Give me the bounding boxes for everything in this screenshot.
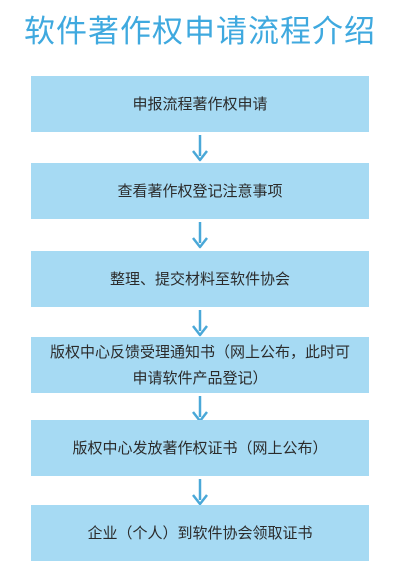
step-box-6: 企业（个人）到软件协会领取证书 <box>31 505 369 561</box>
down-arrow-icon <box>191 395 209 423</box>
step-box-1: 申报流程著作权申请 <box>31 76 369 132</box>
down-arrow-icon <box>191 221 209 249</box>
down-arrow-icon <box>191 478 209 506</box>
step-label-4: 版权中心反馈受理通知书（网上公布，此时可申请软件产品登记） <box>49 343 350 387</box>
step-box-5: 版权中心发放著作权证书（网上公布） <box>31 420 369 476</box>
step-box-2: 查看著作权登记注意事项 <box>31 163 369 219</box>
step-label-1: 申报流程著作权申请 <box>132 95 268 113</box>
down-arrow-icon <box>191 134 209 162</box>
step-label-6: 企业（个人）到软件协会领取证书 <box>87 524 313 542</box>
step-label-2: 查看著作权登记注意事项 <box>117 182 283 200</box>
page-title: 软件著作权申请流程介绍 <box>24 14 376 50</box>
step-box-3: 整理、提交材料至软件协会 <box>31 251 369 307</box>
down-arrow-icon <box>191 309 209 337</box>
step-label-3: 整理、提交材料至软件协会 <box>109 270 290 288</box>
step-label-5: 版权中心发放著作权证书（网上公布） <box>72 439 328 457</box>
step-box-4: 版权中心反馈受理通知书（网上公布，此时可申请软件产品登记） <box>31 337 369 393</box>
